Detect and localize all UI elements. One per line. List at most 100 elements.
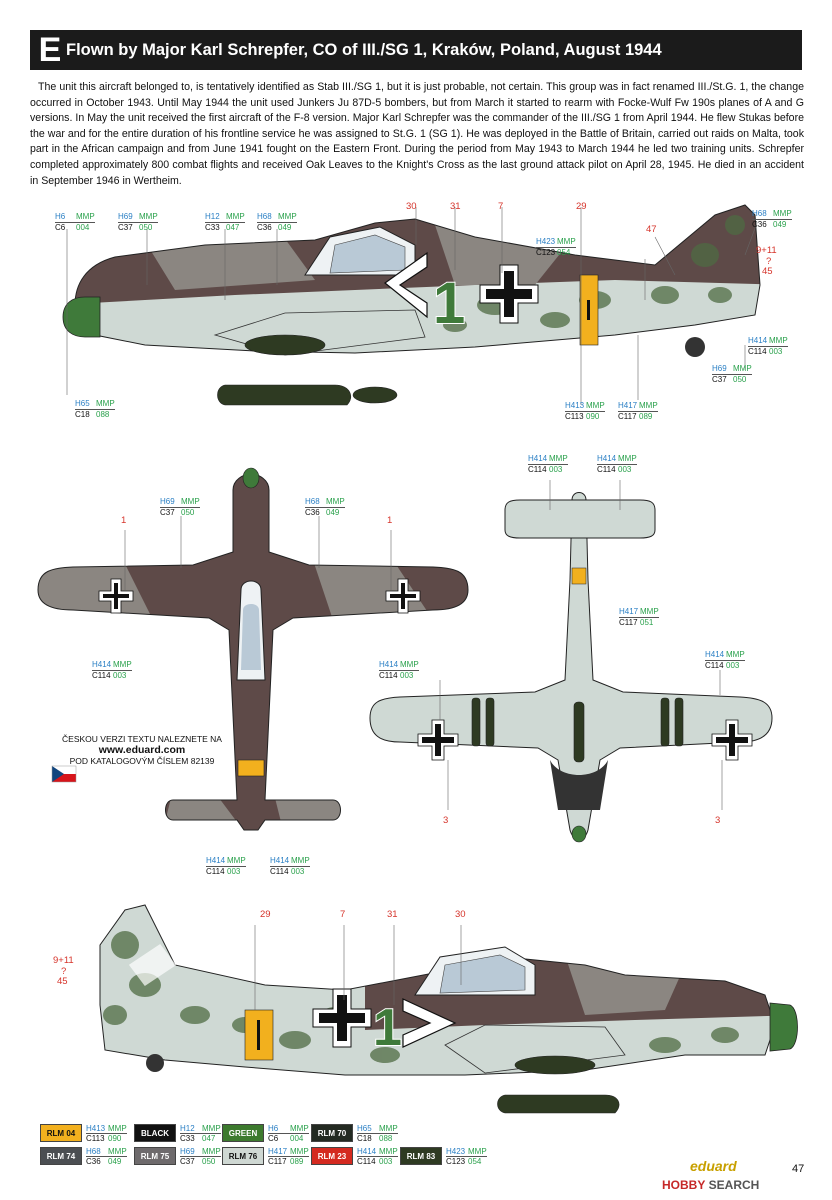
legend-h-code: H69: [180, 1147, 195, 1156]
legend-swatch: RLM 04: [40, 1124, 82, 1142]
legend-swatch: RLM 74: [40, 1147, 82, 1165]
legend-mmp: MMP: [108, 1147, 127, 1156]
marking-number: 47: [646, 224, 657, 235]
balkenkreuz-bottom-right: [711, 719, 753, 761]
legend-c-code: C123: [446, 1157, 466, 1166]
legend-c-number: 004: [290, 1134, 304, 1143]
marking-number: 29: [260, 909, 271, 920]
section-letter: E: [38, 31, 62, 69]
czech-note-line2: POD KATALOGOVÝM ČÍSLEM 82139: [69, 756, 215, 766]
eduard-url-link[interactable]: www.eduard.com: [98, 744, 186, 756]
legend-c-code: C18: [357, 1134, 372, 1143]
marking-number: 9+11: [53, 955, 74, 966]
legend-item: BLACK H12 MMP C33 047: [134, 1124, 228, 1144]
legend-c-number: 047: [202, 1134, 216, 1143]
balkenkreuz-top-right: [385, 578, 421, 614]
marking-number: ?: [766, 256, 772, 267]
marking-number: 30: [455, 909, 466, 920]
legend-swatch: RLM 23: [311, 1147, 353, 1165]
legend-mmp: MMP: [108, 1124, 127, 1133]
section-header: E Flown by Major Karl Schrepfer, CO of I…: [30, 30, 802, 70]
eduard-logo: eduard: [690, 1158, 737, 1174]
legend-codes: H12 MMP C33 047: [180, 1124, 221, 1143]
legend-h-code: H423: [446, 1147, 466, 1156]
legend-c-code: C33: [180, 1134, 195, 1143]
marking-number: 7: [340, 909, 346, 920]
balkenkreuz-bottom-left: [417, 719, 459, 761]
marking-number: 30: [406, 201, 417, 212]
legend-mmp: MMP: [290, 1124, 309, 1133]
legend-c-number: 090: [108, 1134, 122, 1143]
legend-swatch: GREEN: [222, 1124, 264, 1142]
legend-c-number: 088: [379, 1134, 393, 1143]
balkenkreuz-right: [312, 988, 372, 1048]
marking-number: 1: [387, 515, 393, 526]
legend-mmp: MMP: [202, 1147, 221, 1156]
legend-c-number: 089: [290, 1157, 304, 1166]
legend-c-code: C6: [268, 1134, 279, 1143]
section-title: Flown by Major Karl Schrepfer, CO of III…: [66, 41, 662, 59]
czech-version-note: ČESKOU VERZI TEXTU NALEZNETE NA www.edua…: [52, 734, 232, 766]
legend-c-code: C37: [180, 1157, 195, 1166]
legend-h-code: H413: [86, 1124, 106, 1133]
balkenkreuz-top-left: [98, 578, 134, 614]
legend-h-code: H68: [86, 1147, 101, 1156]
marking-number: 3: [715, 815, 721, 826]
legend-h-code: H65: [357, 1124, 372, 1133]
legend-swatch: RLM 76: [222, 1147, 264, 1165]
legend-swatch: BLACK: [134, 1124, 176, 1142]
bottom-view: [369, 480, 773, 843]
side-number-right: 1: [373, 999, 402, 1057]
marking-number: ?: [61, 966, 67, 977]
legend-swatch: RLM 83: [400, 1147, 442, 1165]
legend-mmp: MMP: [379, 1124, 398, 1133]
marking-number: 31: [450, 201, 461, 212]
legend-mmp: MMP: [202, 1124, 221, 1133]
profile-left-view: 1: [62, 204, 761, 406]
legend-h-code: H12: [180, 1124, 195, 1133]
marking-number: 9+11: [756, 245, 777, 256]
marking-number: 45: [57, 976, 68, 987]
profile-right-view: 1: [99, 904, 798, 1114]
marking-number: 1: [121, 515, 127, 526]
legend-mmp: MMP: [468, 1147, 487, 1156]
legend-c-number: 003: [379, 1157, 393, 1166]
legend-c-code: C36: [86, 1157, 101, 1166]
legend-mmp: MMP: [290, 1147, 309, 1156]
top-view: [37, 467, 469, 831]
hobbysearch-watermark: HOBBY SEARCH: [662, 1178, 760, 1192]
legend-codes: H65 MMP C18 088: [357, 1124, 398, 1143]
legend-swatch: RLM 75: [134, 1147, 176, 1165]
legend-mmp: MMP: [379, 1147, 398, 1156]
legend-c-code: C113: [86, 1134, 105, 1143]
marking-number: 3: [443, 815, 449, 826]
czech-note-line1: ČESKOU VERZI TEXTU NALEZNETE NA: [62, 734, 222, 744]
marking-number: 31: [387, 909, 398, 920]
description-text: The unit this aircraft belonged to, is t…: [30, 81, 804, 187]
